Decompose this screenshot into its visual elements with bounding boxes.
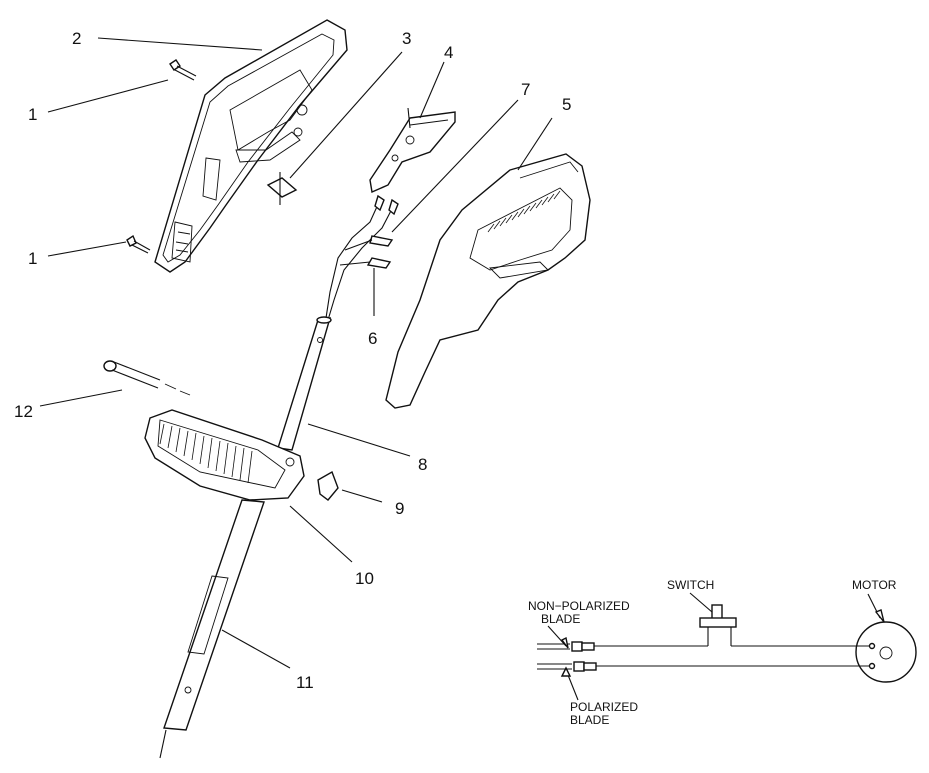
callout-5: 5 xyxy=(562,95,571,114)
callout-10: 10 xyxy=(355,569,374,588)
trigger-switch-part-4 xyxy=(369,107,456,194)
knob-part-9 xyxy=(317,470,339,501)
callout-7: 7 xyxy=(521,80,530,99)
leader-lines xyxy=(39,37,553,669)
bolt-part-12 xyxy=(103,360,191,396)
callout-1-upper: 1 xyxy=(28,105,37,124)
handle-half-part-2 xyxy=(154,19,348,273)
wiring-schematic: SWITCH MOTOR NON−POLARIZED BLADE POLARIZ… xyxy=(528,578,917,727)
motor-label: MOTOR xyxy=(852,578,897,592)
switch-label: SWITCH xyxy=(667,578,714,592)
lower-tube-part-11 xyxy=(159,499,265,759)
polarized-label-line1: POLARIZED xyxy=(570,700,638,714)
callout-8: 8 xyxy=(418,455,427,474)
callout-2: 2 xyxy=(72,29,81,48)
screw-upper-part-1 xyxy=(169,59,197,81)
callout-numbers: 1 1 2 3 4 5 6 7 8 9 10 11 12 xyxy=(14,29,571,692)
callout-3: 3 xyxy=(402,29,411,48)
callout-1-lower: 1 xyxy=(28,249,37,268)
plug-blades xyxy=(537,641,597,672)
callout-11: 11 xyxy=(296,673,314,692)
auxiliary-handle-part-10 xyxy=(144,409,305,501)
clip-part-3 xyxy=(266,172,298,205)
callout-6: 6 xyxy=(368,329,377,348)
polarized-label-line2: BLADE xyxy=(570,713,609,727)
non-polarized-label-line1: NON−POLARIZED xyxy=(528,599,630,613)
non-polarized-label-line2: BLADE xyxy=(541,612,580,626)
upper-tube-part-8 xyxy=(277,316,332,451)
callout-4: 4 xyxy=(444,43,453,62)
motor-symbol xyxy=(855,621,917,683)
callout-12: 12 xyxy=(14,402,33,421)
switch-symbol xyxy=(699,604,737,646)
screw-lower-part-1 xyxy=(126,234,151,254)
wire-leads-part-7 xyxy=(325,194,399,321)
callout-9: 9 xyxy=(395,499,404,518)
outer-handle-part-5 xyxy=(385,153,591,409)
